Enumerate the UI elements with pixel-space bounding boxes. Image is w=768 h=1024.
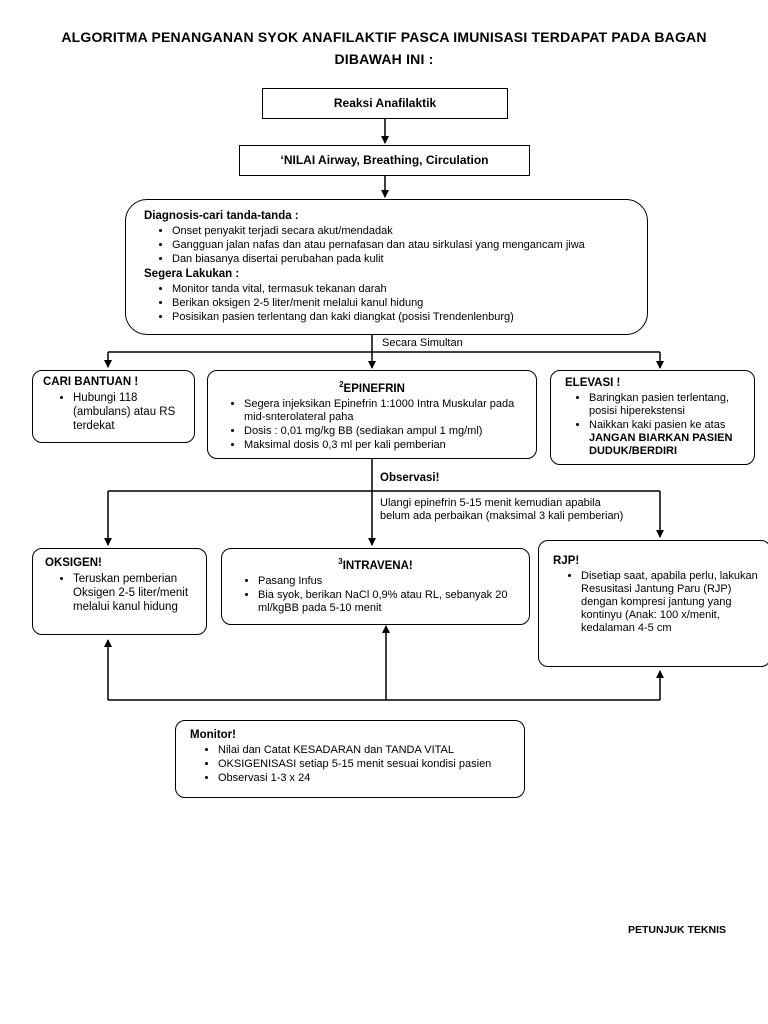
page-title: ALGORITMA PENANGANAN SYOK ANAFILAKTIF PA… [61, 29, 707, 67]
elevasi-heading: ELEVASI ! [565, 377, 621, 389]
node-nilai-abc: ‘NILAI Airway, Breathing, Circulation [239, 145, 530, 176]
list-item: Baringkan pasien terlentang, posisi hipe… [589, 392, 748, 418]
diagnosis-heading: Diagnosis-cari tanda-tanda : [144, 210, 299, 222]
epinefrin-list: Segera injeksikan Epinefrin 1:1000 Intra… [216, 398, 528, 452]
node-monitor: Monitor! Nilai dan Catat KESADARAN dan T… [175, 720, 525, 798]
intravena-list: Pasang Infus Bia syok, berikan NaCl 0,9%… [230, 575, 521, 615]
list-item: Posisikan pasien terlentang dan kaki dia… [172, 311, 637, 324]
diagnosis-list: Onset penyakit terjadi secara akut/menda… [144, 225, 637, 266]
list-item: Teruskan pemberian Oksigen 2-5 liter/men… [73, 572, 200, 614]
list-item: Berikan oksigen 2-5 liter/menit melalui … [172, 297, 637, 310]
monitor-list: Nilai dan Catat KESADARAN dan TANDA VITA… [190, 744, 516, 785]
label-ulangi-epinefrin: Ulangi epinefrin 5-15 menit kemudian apa… [380, 497, 624, 522]
list-item: Disetiap saat, apabila perlu, lakukan Re… [581, 570, 764, 635]
node-epinefrin: 2EPINEFRIN Segera injeksikan Epinefrin 1… [207, 370, 537, 459]
list-item: Monitor tanda vital, termasuk tekanan da… [172, 283, 637, 296]
footer-label: PETUNJUK TEKNIS [628, 924, 727, 936]
elevasi-list: Baringkan pasien terlentang, posisi hipe… [565, 392, 748, 458]
intravena-heading-label: INTRAVENA! [342, 559, 413, 572]
list-item: Observasi 1-3 x 24 [218, 772, 516, 785]
list-item: Onset penyakit terjadi secara akut/menda… [172, 225, 637, 238]
list-item: Hubungi 118 (ambulans) atau RS terdekat [73, 391, 188, 433]
cari-bantuan-heading: CARI BANTUAN ! [43, 376, 139, 388]
list-item: OKSIGENISASI setiap 5-15 menit sesuai ko… [218, 758, 516, 771]
node-nilai-label: ‘NILAI Airway, Breathing, Circulation [280, 153, 489, 167]
elevasi-item2-text: Naikkan kaki pasien ke atas [589, 419, 726, 431]
cari-bantuan-list: Hubungi 118 (ambulans) atau RS terdekat [43, 391, 188, 433]
elevasi-item2-bold: JANGAN BIARKAN PASIEN DUDUK/BERDIRI [589, 432, 733, 457]
list-item: Gangguan jalan nafas dan atau pernafasan… [172, 239, 637, 252]
monitor-heading: Monitor! [190, 729, 236, 741]
node-elevasi: ELEVASI ! Baringkan pasien terlentang, p… [550, 370, 755, 465]
list-item: Bia syok, berikan NaCl 0,9% atau RL, seb… [258, 589, 521, 615]
node-cari-bantuan: CARI BANTUAN ! Hubungi 118 (ambulans) at… [32, 370, 195, 443]
label-secara-simultan: Secara Simultan [382, 337, 463, 349]
intravena-heading: 3INTRAVENA! [230, 555, 521, 573]
epinefrin-heading: 2EPINEFRIN [216, 378, 528, 396]
list-item: Maksimal dosis 0,3 ml per kali pemberian [244, 439, 528, 452]
rjp-heading: RJP! [553, 555, 580, 567]
list-item: Naikkan kaki pasien ke atas JANGAN BIARK… [589, 419, 748, 458]
node-reaksi-label: Reaksi Anafilaktik [333, 96, 437, 110]
node-diagnosis: Diagnosis-cari tanda-tanda : Onset penya… [125, 199, 648, 335]
segera-lakukan-list: Monitor tanda vital, termasuk tekanan da… [144, 283, 637, 324]
node-reaksi-anafilaktik: Reaksi Anafilaktik [262, 88, 508, 119]
list-item: Dan biasanya disertai perubahan pada kul… [172, 253, 637, 266]
epinefrin-heading-label: EPINEFRIN [343, 382, 405, 395]
label-observasi: Observasi! [380, 472, 440, 484]
oksigen-heading: OKSIGEN! [45, 557, 102, 569]
intravena-footnote: 3 [338, 557, 343, 566]
segera-lakukan-heading: Segera Lakukan : [144, 268, 240, 280]
oksigen-list: Teruskan pemberian Oksigen 2-5 liter/men… [45, 572, 200, 614]
node-rjp: RJP! Disetiap saat, apabila perlu, lakuk… [538, 540, 768, 667]
list-item: Nilai dan Catat KESADARAN dan TANDA VITA… [218, 744, 516, 757]
node-oksigen: OKSIGEN! Teruskan pemberian Oksigen 2-5 … [32, 548, 207, 635]
list-item: Dosis : 0,01 mg/kg BB (sediakan ampul 1 … [244, 425, 528, 438]
list-item: Segera injeksikan Epinefrin 1:1000 Intra… [244, 398, 528, 424]
node-intravena: 3INTRAVENA! Pasang Infus Bia syok, berik… [221, 548, 530, 625]
rjp-list: Disetiap saat, apabila perlu, lakukan Re… [553, 570, 764, 635]
list-item: Pasang Infus [258, 575, 521, 588]
epinefrin-footnote: 2 [339, 380, 344, 389]
